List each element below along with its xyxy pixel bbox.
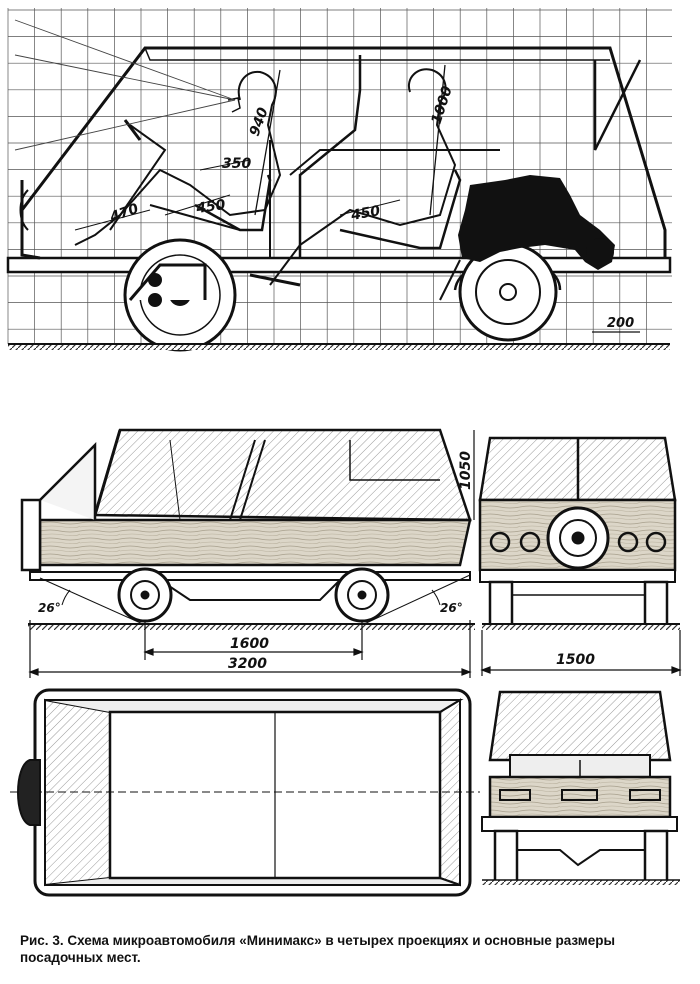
dim-angle-rear: 26° — [440, 601, 463, 615]
dim-length: 3200 — [228, 656, 267, 672]
headlight-right-inner — [617, 531, 639, 553]
side-view-grid — [7, 8, 672, 344]
top-spare-wheel — [17, 759, 41, 826]
dim-wheelbase: 1600 — [230, 636, 269, 652]
headlight-left-outer — [489, 531, 511, 553]
dim-scale-200: 200 — [607, 316, 634, 331]
ground-line-elevation — [28, 624, 475, 630]
dim-1000: 1000 — [429, 84, 456, 126]
rear-view — [481, 690, 678, 883]
figure-caption: Рис. 3. Схема микроавтомобиля «Минимакс»… — [20, 933, 616, 965]
dim-350: 350 — [222, 156, 251, 172]
top-view — [10, 688, 480, 897]
engine-block — [458, 175, 615, 270]
dim-470: 470 — [107, 201, 141, 226]
elevation-dimensions — [28, 430, 682, 678]
chassis-frame — [6, 256, 672, 274]
dim-height: 1050 — [458, 451, 474, 490]
dim-450-front: 450 — [194, 197, 226, 217]
ground-line-side — [8, 344, 670, 350]
ground-line-front — [482, 624, 680, 630]
dim-angle-front: 26° — [38, 601, 61, 615]
headlight-right-outer — [645, 531, 667, 553]
dim-450-rear: 450 — [349, 203, 382, 224]
dim-width: 1500 — [556, 652, 595, 668]
side-elevation-view — [20, 428, 472, 626]
side-view-vehicle — [6, 19, 672, 352]
headlight-left-inner — [519, 531, 541, 553]
ground-line-rear — [482, 880, 680, 885]
front-view — [478, 436, 677, 628]
